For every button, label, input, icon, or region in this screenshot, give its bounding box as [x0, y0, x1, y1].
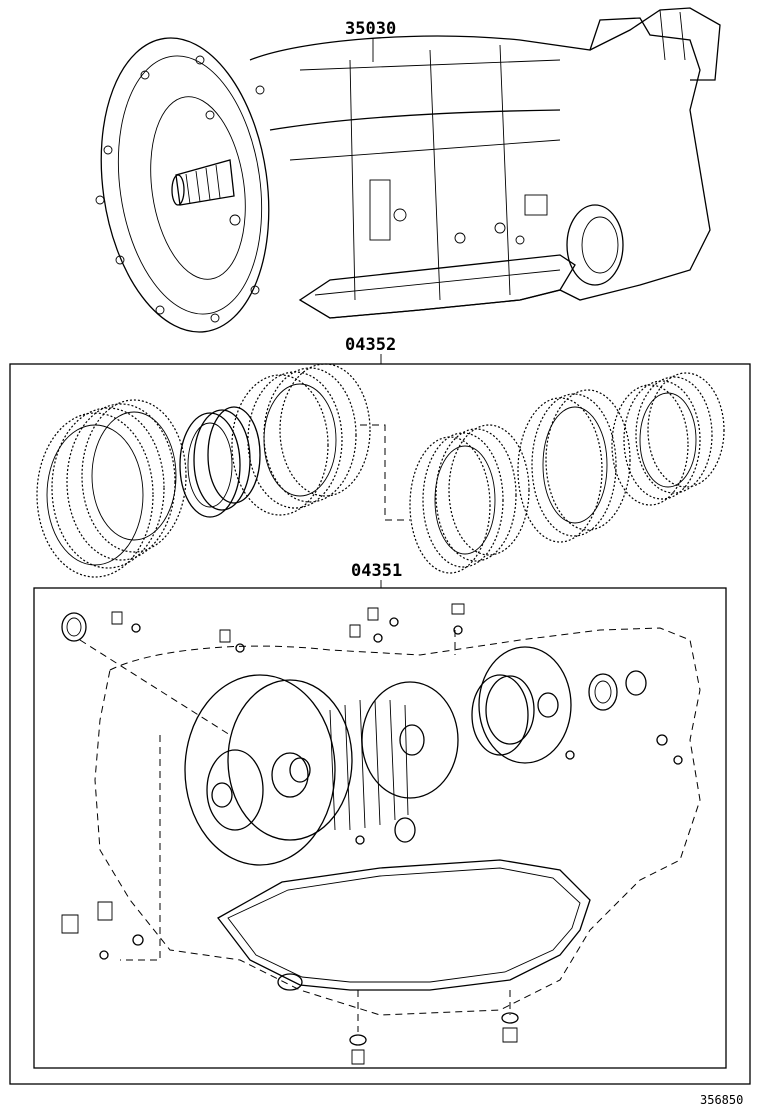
diagram-id: 356850	[700, 1093, 743, 1107]
gasket-kit-frame	[33, 587, 727, 1069]
transmission-assembly-illustration	[95, 7, 721, 333]
gasket-kit-illustration	[61, 603, 701, 1065]
leader-left-seals	[120, 735, 161, 961]
part-number-35030[interactable]: 35030	[345, 19, 396, 39]
clutch-discs-right-illustration	[409, 372, 725, 574]
leader-disc-group	[360, 424, 410, 521]
part-number-04351[interactable]: 04351	[351, 561, 402, 581]
overhaul-kit-frame	[9, 363, 751, 1085]
clutch-discs-left-illustration	[36, 363, 371, 578]
leader-front-seal	[79, 639, 231, 736]
part-number-04352[interactable]: 04352	[345, 335, 396, 355]
